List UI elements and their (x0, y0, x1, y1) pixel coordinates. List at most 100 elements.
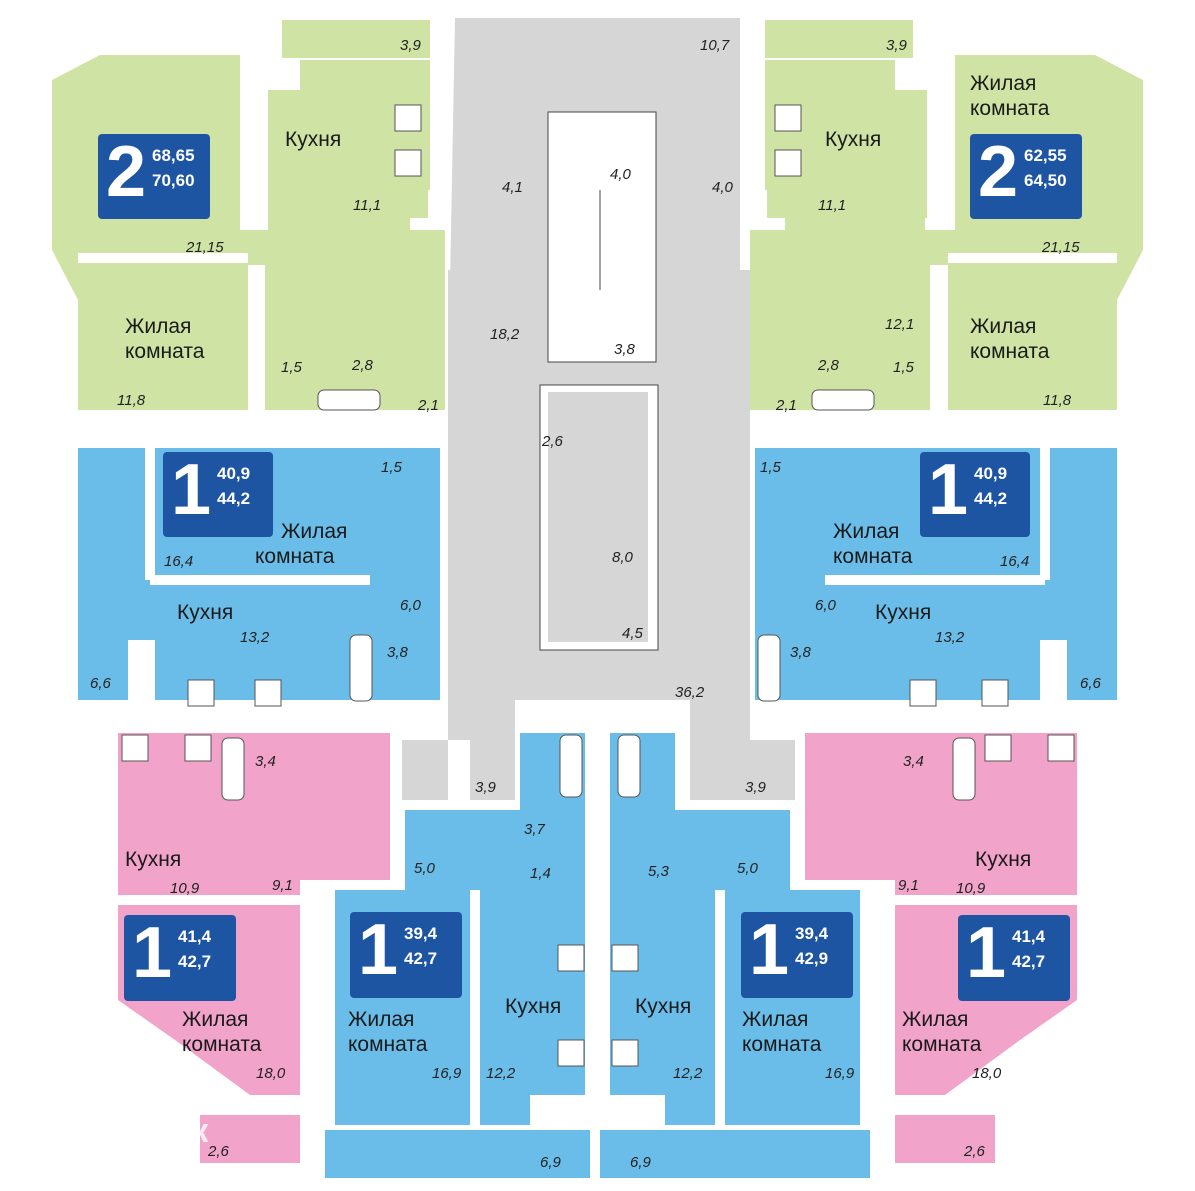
area-living: 40,9 (217, 464, 251, 483)
room-label-living: Жилая (742, 1008, 809, 1031)
area-total: 42,9 (795, 949, 829, 968)
room-area: 9,1 (898, 877, 919, 894)
room-label-living: Жилая (833, 520, 900, 543)
room-area: 11,1 (818, 197, 847, 214)
room-area: 10,7 (700, 37, 730, 54)
room-label-living: комната (182, 1033, 262, 1056)
room-area: 12,1 (885, 316, 915, 333)
room-area: 16,4 (164, 553, 194, 570)
apartment-badge: 2 68,65 70,60 (98, 132, 210, 219)
room-area: 4,1 (502, 179, 523, 196)
room-label-living: комната (742, 1033, 822, 1056)
room-label-living: Жилая (348, 1008, 415, 1031)
room-area: 3,7 (524, 821, 545, 838)
rooms-count: 1 (749, 910, 790, 990)
room-area: 5,0 (737, 860, 758, 877)
room-area: 2,6 (208, 1143, 229, 1160)
room-area: 2,1 (776, 397, 797, 414)
room-area: 4,0 (712, 179, 733, 196)
room-area: 16,4 (1000, 553, 1030, 570)
room-area: 3,9 (886, 37, 907, 54)
room-area: 12,2 (673, 1065, 703, 1082)
room-label-living: комната (833, 545, 913, 568)
room-label-living: комната (125, 340, 205, 363)
room-area: 11,1 (353, 197, 382, 214)
room-label-living: Жилая (902, 1008, 969, 1031)
room-area: 6,9 (540, 1154, 561, 1171)
room-label-living: Жилая (281, 520, 348, 543)
room-area: 1,5 (281, 359, 302, 376)
room-label-living: Жилая (970, 315, 1037, 338)
room-area: 13,2 (240, 629, 270, 646)
room-area: 3,9 (475, 779, 496, 796)
room-area: 2,8 (818, 357, 839, 374)
room-label-living: комната (970, 340, 1050, 363)
room-label-living: комната (902, 1033, 982, 1056)
room-area: 3,8 (790, 644, 811, 661)
room-area: 18,2 (490, 326, 520, 343)
room-area: 5,3 (648, 863, 669, 880)
room-area: 2,6 (542, 433, 563, 450)
room-area: 2,6 (964, 1143, 985, 1160)
room-label-living: Жилая (182, 1008, 249, 1031)
room-area: 6,6 (1080, 675, 1101, 692)
room-area: 3,4 (903, 753, 924, 770)
area-living: 39,4 (795, 924, 829, 943)
area-living: 62,55 (1024, 146, 1067, 165)
room-label-living: комната (970, 97, 1050, 120)
room-area: 11,8 (117, 392, 146, 409)
room-label-kitchen: Кухня (825, 128, 882, 151)
apartment-1-bottom-right (805, 733, 1077, 1095)
rooms-count: 1 (358, 910, 399, 990)
apartment-1-bottom-left (118, 733, 390, 1095)
apartment-badge: 1 41,4 42,7 (124, 913, 236, 1001)
apartment-badge: 1 40,9 44,2 (920, 450, 1030, 537)
rooms-count: 2 (106, 132, 147, 212)
room-area: 1,5 (760, 459, 781, 476)
apartment-badge: 1 41,4 42,7 (958, 913, 1070, 1001)
room-label-living: Жилая (970, 72, 1037, 95)
area-total: 70,60 (152, 171, 195, 190)
rooms-count: 1 (171, 450, 212, 530)
room-label-kitchen: Кухня (635, 995, 692, 1018)
room-label-kitchen: Кухня (975, 848, 1032, 871)
room-area: 4,0 (610, 166, 631, 183)
apartment-badge: 1 39,4 42,9 (741, 910, 853, 998)
area-living: 41,4 (1012, 927, 1046, 946)
room-area: 18,0 (972, 1065, 1002, 1082)
room-label-kitchen: Кухня (285, 128, 342, 151)
rooms-count: 1 (928, 450, 969, 530)
room-label-kitchen: Кухня (875, 601, 932, 624)
room-area: 10,9 (170, 880, 200, 897)
room-area: 3,9 (400, 37, 421, 54)
area-living: 68,65 (152, 146, 195, 165)
area-living: 39,4 (404, 924, 438, 943)
room-area: 5,0 (414, 860, 435, 877)
watermark: ДомКлик (58, 1112, 209, 1150)
room-area: 8,0 (612, 549, 633, 566)
room-area: 13,2 (935, 629, 965, 646)
room-area: 16,9 (825, 1065, 855, 1082)
room-area: 6,0 (815, 597, 836, 614)
area-total: 42,7 (404, 949, 438, 968)
rooms-count: 2 (978, 132, 1019, 212)
room-area: 18,0 (256, 1065, 286, 1082)
area-total: 44,2 (217, 489, 251, 508)
apartment-badge: 1 40,9 44,2 (163, 450, 273, 537)
room-area: 21,15 (1042, 239, 1080, 256)
apartment-1-bottom-center-right (610, 733, 860, 1125)
room-label-kitchen: Кухня (177, 601, 234, 624)
area-living: 41,4 (178, 927, 212, 946)
room-area: 1,5 (893, 359, 914, 376)
rooms-count: 1 (966, 913, 1007, 993)
area-total: 42,7 (1012, 952, 1046, 971)
room-area: 9,1 (272, 877, 293, 894)
room-label-kitchen: Кухня (125, 848, 182, 871)
room-area: 2,1 (418, 397, 439, 414)
area-total: 42,7 (178, 952, 212, 971)
apartment-badge: 2 62,55 64,50 (970, 132, 1082, 219)
room-area: 3,8 (614, 341, 635, 358)
area-total: 44,2 (974, 489, 1008, 508)
room-area: 16,9 (432, 1065, 462, 1082)
room-area: 10,9 (956, 880, 986, 897)
